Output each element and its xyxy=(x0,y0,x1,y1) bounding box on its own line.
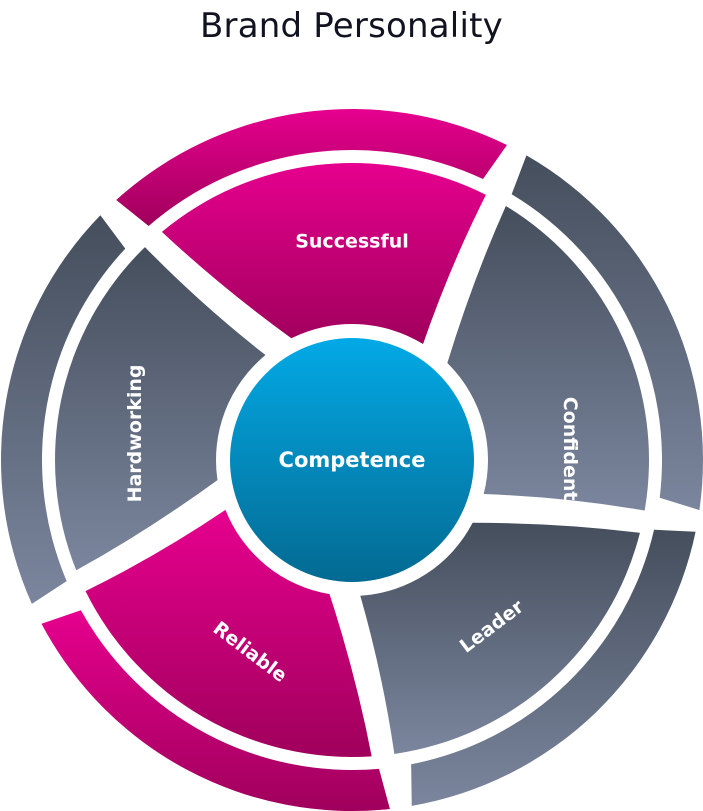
outer-band-hardworking xyxy=(1,215,126,604)
outer-band-reliable xyxy=(41,610,390,811)
outer-band-successful xyxy=(116,109,507,227)
segment-label-hardworking: Hardworking xyxy=(124,364,146,502)
outer-ring xyxy=(1,109,703,811)
segment-successful xyxy=(161,162,486,345)
outer-band-leader xyxy=(411,529,696,806)
segment-leader xyxy=(360,522,640,754)
inner-ring xyxy=(55,162,649,757)
center-label: Competence xyxy=(279,448,426,472)
segment-confident xyxy=(447,205,649,511)
segment-reliable xyxy=(85,509,372,757)
segment-label-successful: Successful xyxy=(295,231,409,253)
segment-hardworking xyxy=(55,247,266,571)
outer-band-confident xyxy=(511,155,703,511)
segment-label-confident: Confident xyxy=(559,397,581,501)
center-circle xyxy=(230,338,474,582)
diagram-title: Brand Personality xyxy=(200,6,503,46)
